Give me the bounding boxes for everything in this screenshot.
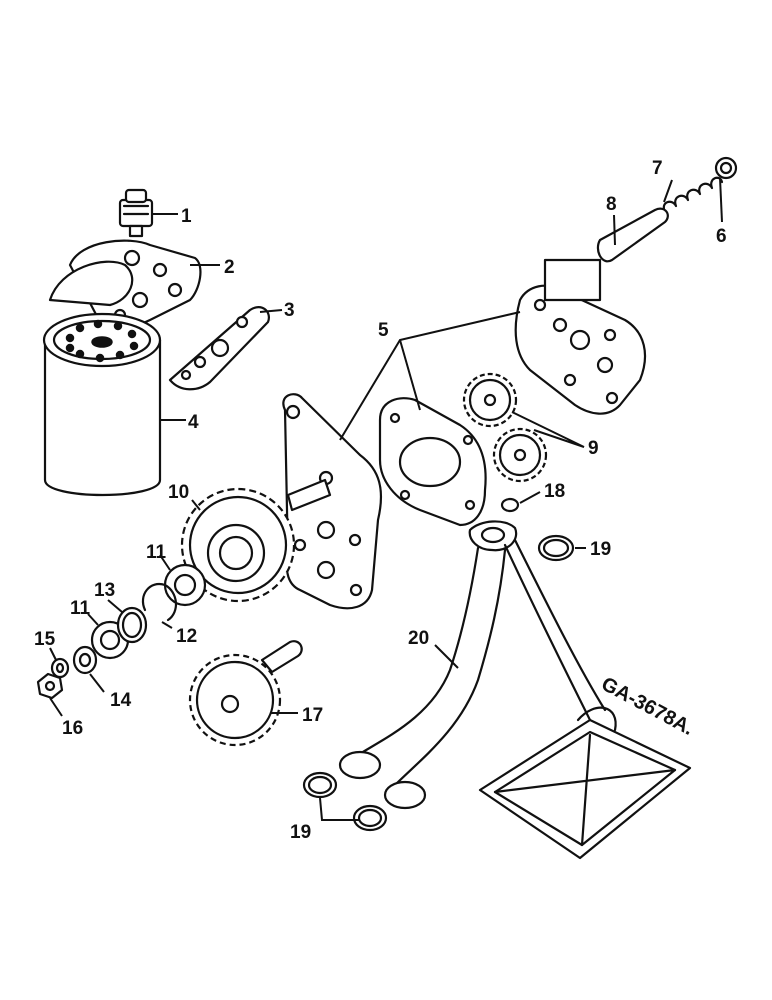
- part-2-filter-adapter: [48, 239, 202, 329]
- part-8-valve-piston: [596, 207, 669, 263]
- callout-11-upper: 11: [146, 542, 167, 563]
- part-11-bearing-upper: [163, 563, 207, 607]
- part-6-plug: [714, 156, 738, 180]
- callout-1: 1: [181, 206, 192, 227]
- callout-12: 12: [176, 626, 197, 647]
- part-13-spacer-ring: [116, 606, 148, 644]
- callout-11-lower: 11: [70, 598, 91, 619]
- callout-19-lower: 19: [290, 822, 311, 843]
- callout-15: 15: [34, 629, 56, 650]
- callout-10: 10: [168, 482, 189, 503]
- part-14-washer: [72, 645, 98, 675]
- part-3-gasket: [168, 306, 270, 391]
- callout-19-upper: 19: [590, 539, 611, 560]
- callout-8: 8: [606, 194, 617, 215]
- part-1-sender: [118, 188, 154, 238]
- callouts: 1 2 3 4 5 6 7 8 9 10 11 11 12 13 14 15 1…: [34, 158, 727, 843]
- part-17-drive-gear: [188, 640, 303, 747]
- part-19-o-ring-lower-left: [302, 771, 338, 799]
- part-5-pump-body-left: [282, 393, 382, 610]
- callout-13: 13: [94, 580, 115, 601]
- part-5-pump-housing-middle: [378, 397, 487, 527]
- part-4-oil-filter: [42, 312, 162, 497]
- callout-2: 2: [224, 257, 235, 278]
- part-7-spring: [662, 176, 724, 214]
- part-20-suction-tube: [338, 520, 692, 860]
- callout-5: 5: [378, 320, 389, 341]
- part-16-nut: [36, 672, 64, 700]
- part-12-snap-ring: [141, 582, 177, 622]
- part-9-pump-gears: [462, 372, 548, 483]
- callout-4: 4: [188, 412, 199, 433]
- part-15-lock-washer: [50, 657, 70, 679]
- part-5-pump-cover-right: [514, 258, 647, 415]
- callout-20: 20: [408, 628, 429, 649]
- callout-14: 14: [110, 690, 132, 711]
- part-19-o-ring-lower-right: [352, 804, 388, 832]
- callout-18: 18: [544, 481, 565, 502]
- callout-3: 3: [284, 300, 295, 321]
- callout-17: 17: [302, 705, 323, 726]
- callout-9: 9: [588, 438, 599, 459]
- callout-6: 6: [716, 226, 727, 247]
- leader-lines: [49, 177, 723, 821]
- part-10-idler-gear: [180, 487, 296, 603]
- callout-7: 7: [652, 158, 663, 179]
- callout-16: 16: [62, 718, 83, 739]
- part-19-o-ring-upper: [537, 534, 575, 562]
- part-18-o-ring: [500, 497, 520, 513]
